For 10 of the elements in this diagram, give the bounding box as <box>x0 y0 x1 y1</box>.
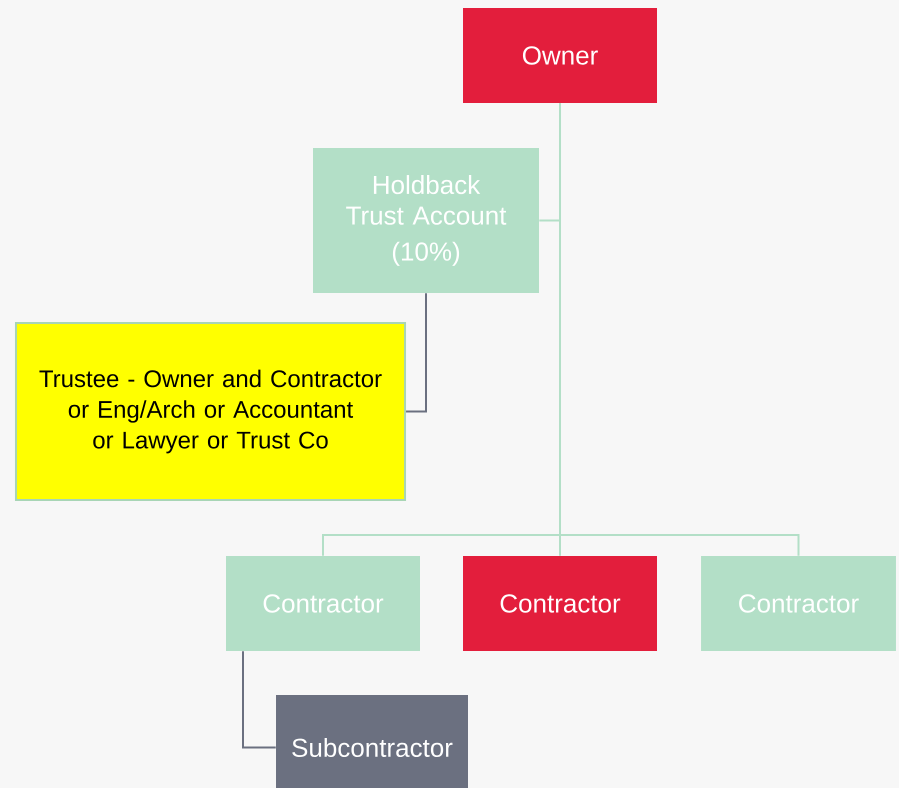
process-box: Contractor <box>463 556 657 651</box>
connector <box>242 651 276 748</box>
connector <box>406 293 427 412</box>
connector <box>559 103 800 556</box>
process-box: Subcontractor <box>276 694 468 788</box>
process-box: Holdback Trust Account (10%) <box>313 148 539 294</box>
process-box: Contractor <box>701 556 896 651</box>
process-box: Contractor <box>226 556 420 651</box>
process-box: Owner <box>463 8 657 103</box>
note-box: Trustee - Owner and Contractor or Eng/Arch or Accountant or Lawyer or Trust Co <box>14 322 406 502</box>
